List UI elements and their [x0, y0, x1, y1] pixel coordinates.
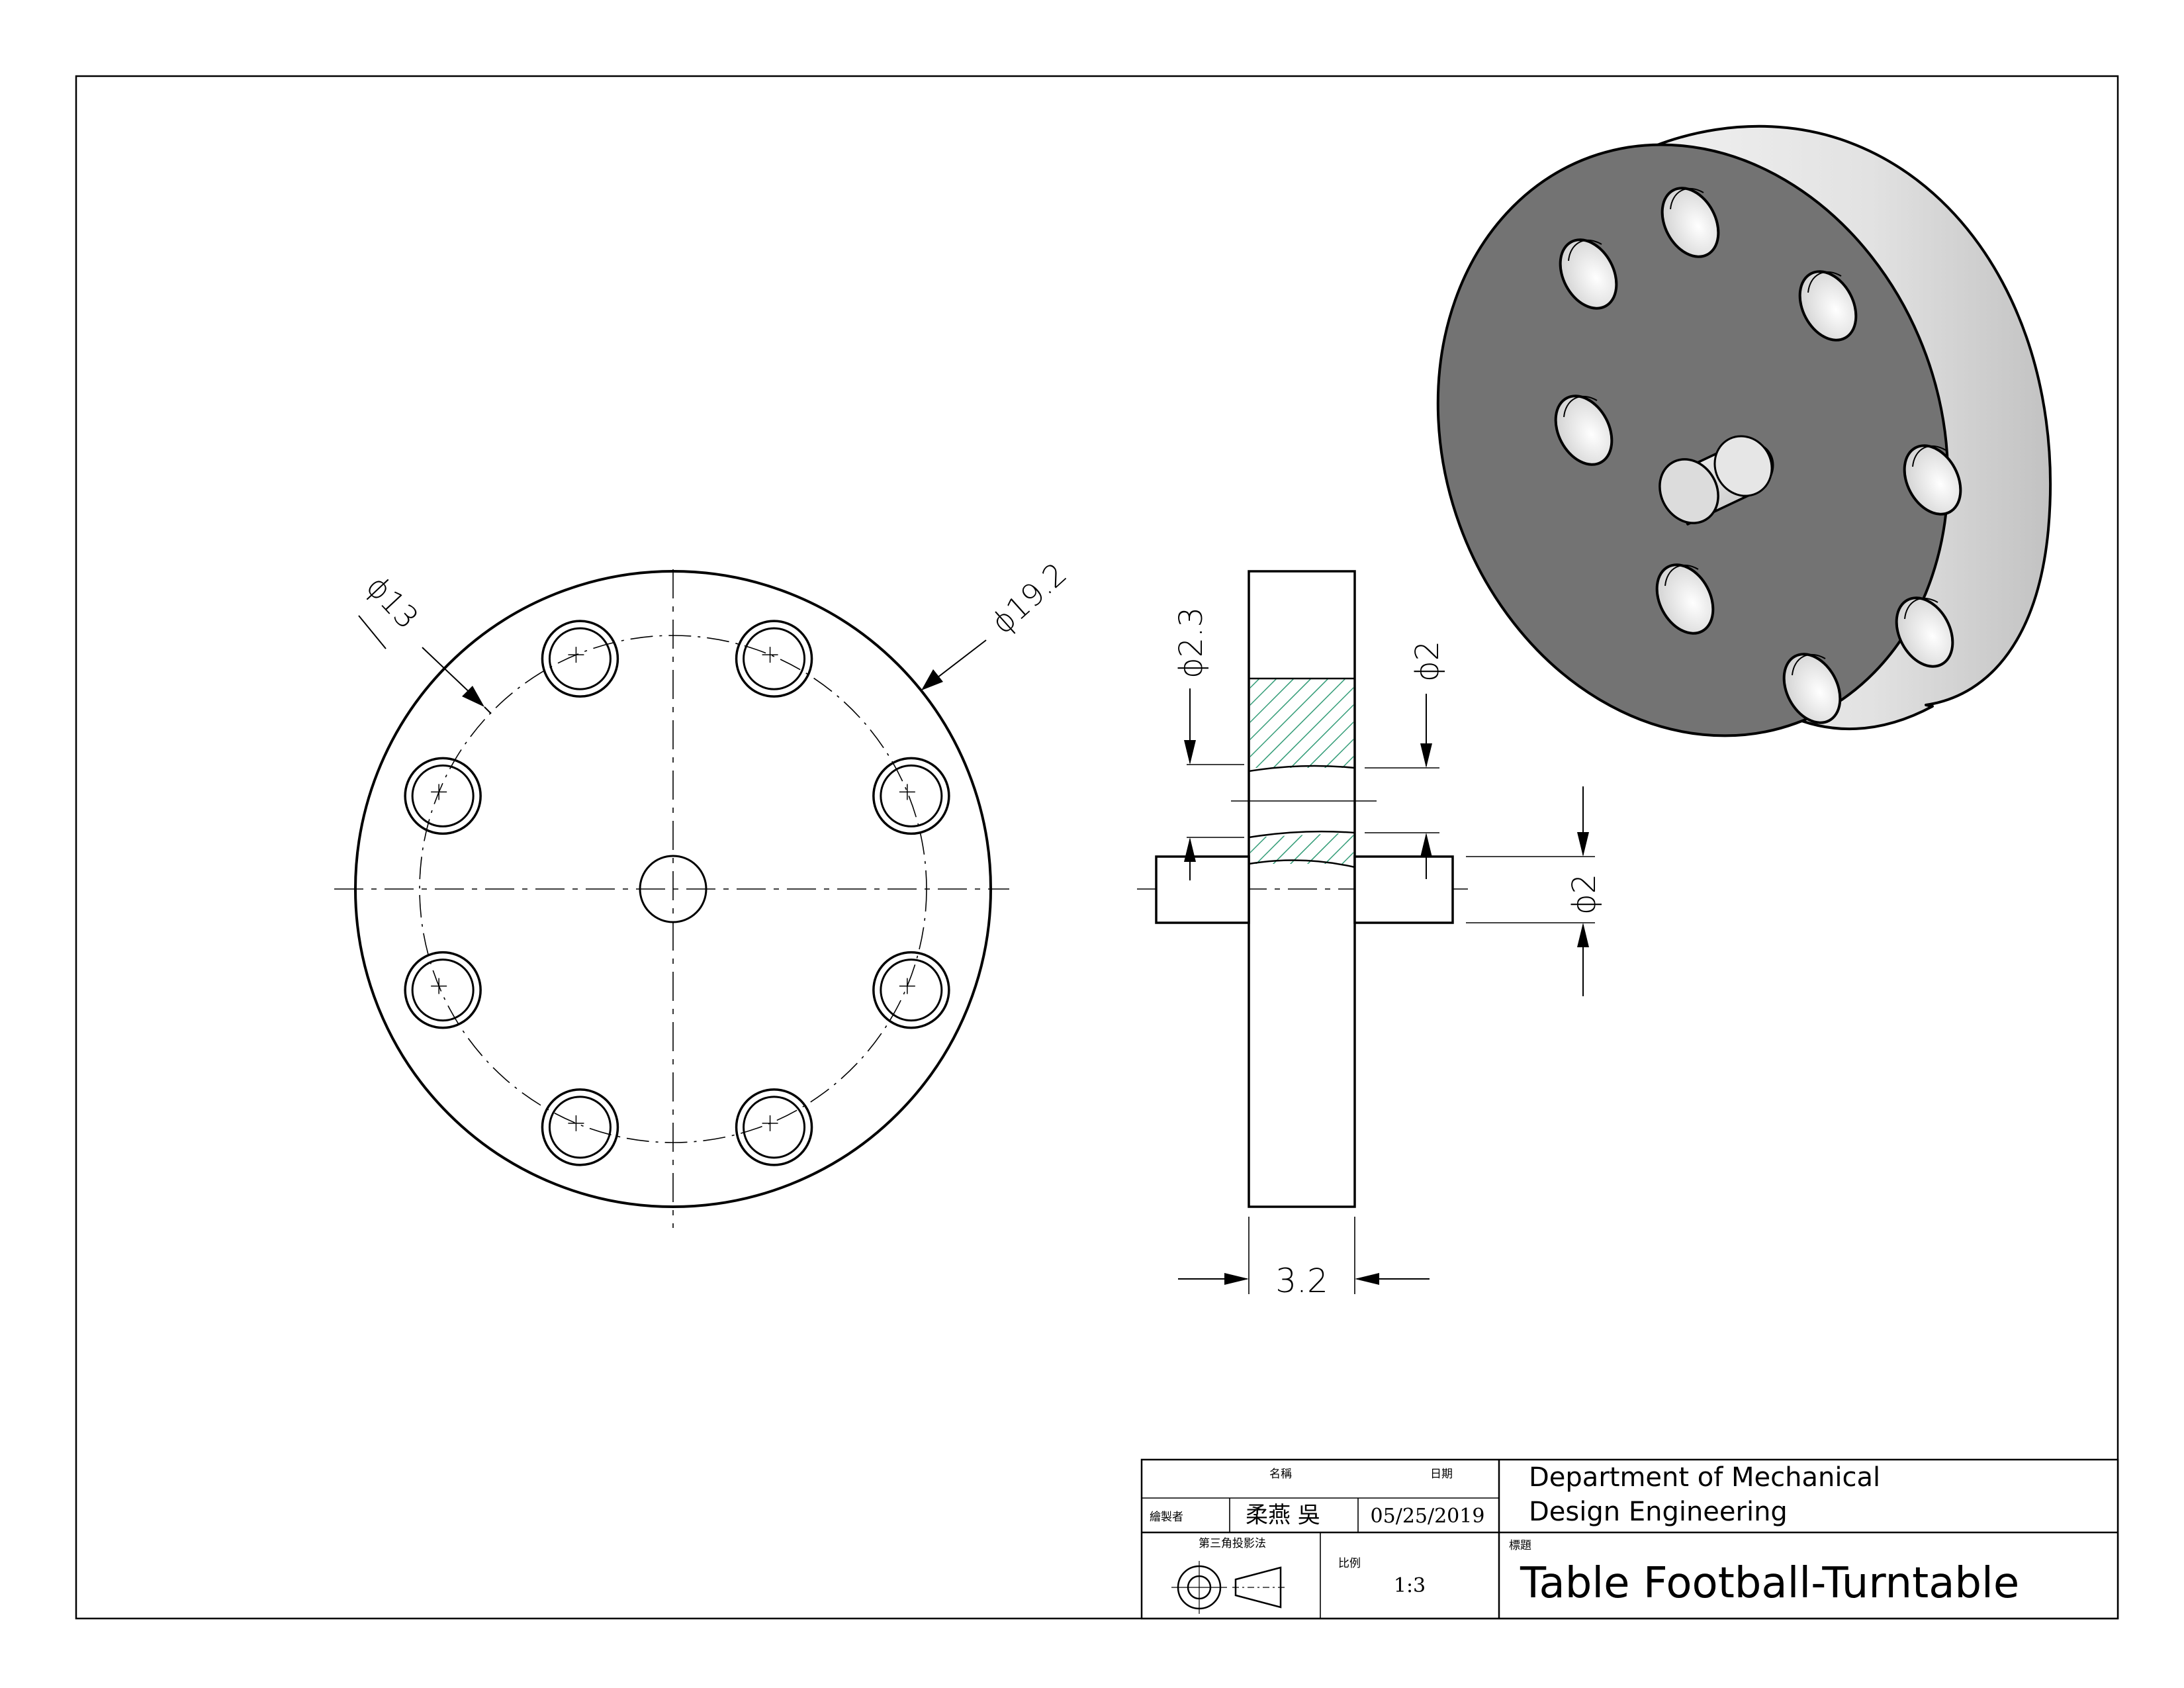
isometric-view	[1436, 124, 2052, 737]
dim-bolt-circle-label: ϕ13	[359, 569, 426, 636]
break-line-lower	[1248, 859, 1355, 868]
shaft-left	[1155, 855, 1250, 924]
drawn-by-label: 繪製者	[1150, 1511, 1183, 1524]
iso-center-pin	[1659, 435, 1774, 526]
scale-label: 比例	[1338, 1557, 1361, 1570]
bolt-holes	[404, 620, 950, 1166]
bolt-hole	[872, 951, 950, 1029]
title-block: 名稱 日期 繪製者 柔燕 吳 05/25/2019 第三角投影法 比例 1:3 …	[1140, 1458, 2119, 1620]
header-name-label: 名稱	[1269, 1468, 1292, 1481]
dim-left-hole: ϕ2.3	[1173, 607, 1244, 880]
dim-right-hole: ϕ2	[1365, 641, 1446, 879]
section-hatch-upper	[1250, 679, 1353, 768]
iso-hole	[1655, 563, 1715, 635]
dim-outer-diameter: ϕ19.2	[921, 555, 1073, 690]
break-line-upper	[1248, 765, 1355, 773]
bolt-hole	[872, 757, 950, 835]
front-view: ϕ13 ϕ19.2	[334, 555, 1073, 1228]
dim-outer-label: ϕ19.2	[984, 555, 1073, 641]
header-date-label: 日期	[1430, 1468, 1453, 1481]
shaft-right	[1353, 855, 1454, 924]
center-hole	[639, 855, 707, 923]
projection-symbol-icon	[1171, 1561, 1287, 1614]
dim-right-hole-label: ϕ2	[1409, 641, 1446, 682]
bolt-hole	[735, 1088, 813, 1166]
iso-hole	[1559, 238, 1618, 310]
dim-shaft-label: ϕ2	[1566, 874, 1603, 915]
dim-shaft: ϕ2	[1466, 786, 1603, 996]
bolt-hole	[404, 757, 482, 835]
iso-hole	[1903, 444, 1962, 516]
department-line-1: Department of Mechanical	[1529, 1462, 1880, 1493]
bolt-hole	[735, 620, 813, 698]
iso-hole	[1661, 187, 1720, 258]
dim-thickness-label: 3.2	[1275, 1262, 1328, 1300]
drawing-title: Table Football-Turntable	[1520, 1559, 2019, 1608]
bolt-hole	[541, 620, 619, 698]
iso-hole	[1554, 395, 1614, 466]
dim-thickness: 3.2	[1178, 1217, 1430, 1300]
projection-label: 第三角投影法	[1199, 1537, 1266, 1550]
iso-holes	[1554, 187, 1962, 724]
iso-hole	[1782, 653, 1842, 724]
drawing-date: 05/25/2019	[1371, 1505, 1485, 1528]
drawn-by-name: 柔燕 吳	[1246, 1502, 1320, 1528]
iso-hole	[1895, 596, 1954, 668]
title-label: 標題	[1509, 1539, 1531, 1552]
bolt-hole	[541, 1088, 619, 1166]
sheet-border	[75, 75, 2119, 1620]
bolt-hole	[404, 951, 482, 1029]
iso-hole	[1798, 270, 1858, 342]
scale-value: 1:3	[1394, 1574, 1426, 1597]
break-line-mid	[1248, 830, 1355, 839]
dim-left-hole-label: ϕ2.3	[1173, 607, 1210, 679]
side-view: ϕ2.3 ϕ2 ϕ2	[1137, 570, 1603, 1300]
department-line-2: Design Engineering	[1529, 1497, 1788, 1527]
